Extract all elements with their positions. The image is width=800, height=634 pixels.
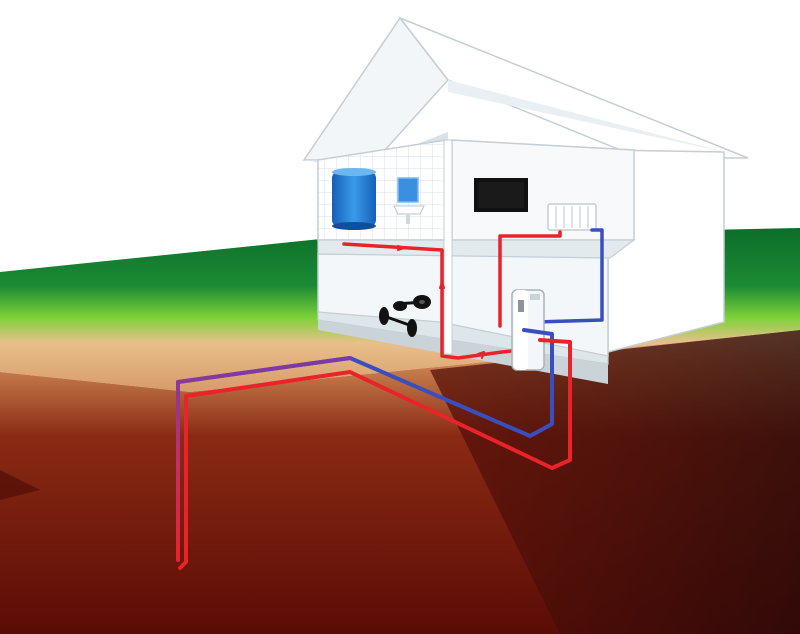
upper-floor-slab [317, 239, 636, 259]
ground-loop-icon [176, 328, 572, 570]
ground-loop-cold-overlay [176, 356, 352, 562]
water-tank-icon [332, 168, 376, 230]
pipe-radiator-return [534, 228, 604, 324]
ground-right-shadow [430, 330, 800, 634]
heat-pump-icon [511, 289, 545, 371]
interior-partition [443, 139, 453, 355]
pipe-arrow-3 [477, 351, 485, 359]
pipe-radiator-feed [498, 230, 562, 328]
pipe-tank-feed [342, 242, 522, 360]
ground-loop-hot [178, 338, 572, 570]
pipe-arrow-2 [439, 281, 445, 289]
tv-icon [474, 178, 528, 212]
sink-icon [393, 177, 425, 224]
heating-pipes [342, 228, 604, 360]
dumbbell-icon [379, 295, 431, 337]
radiator-icon [547, 203, 597, 231]
pipe-arrow-1 [397, 245, 405, 251]
house [302, 16, 749, 384]
house-gable [448, 80, 748, 158]
ground-left-edge [0, 470, 40, 500]
